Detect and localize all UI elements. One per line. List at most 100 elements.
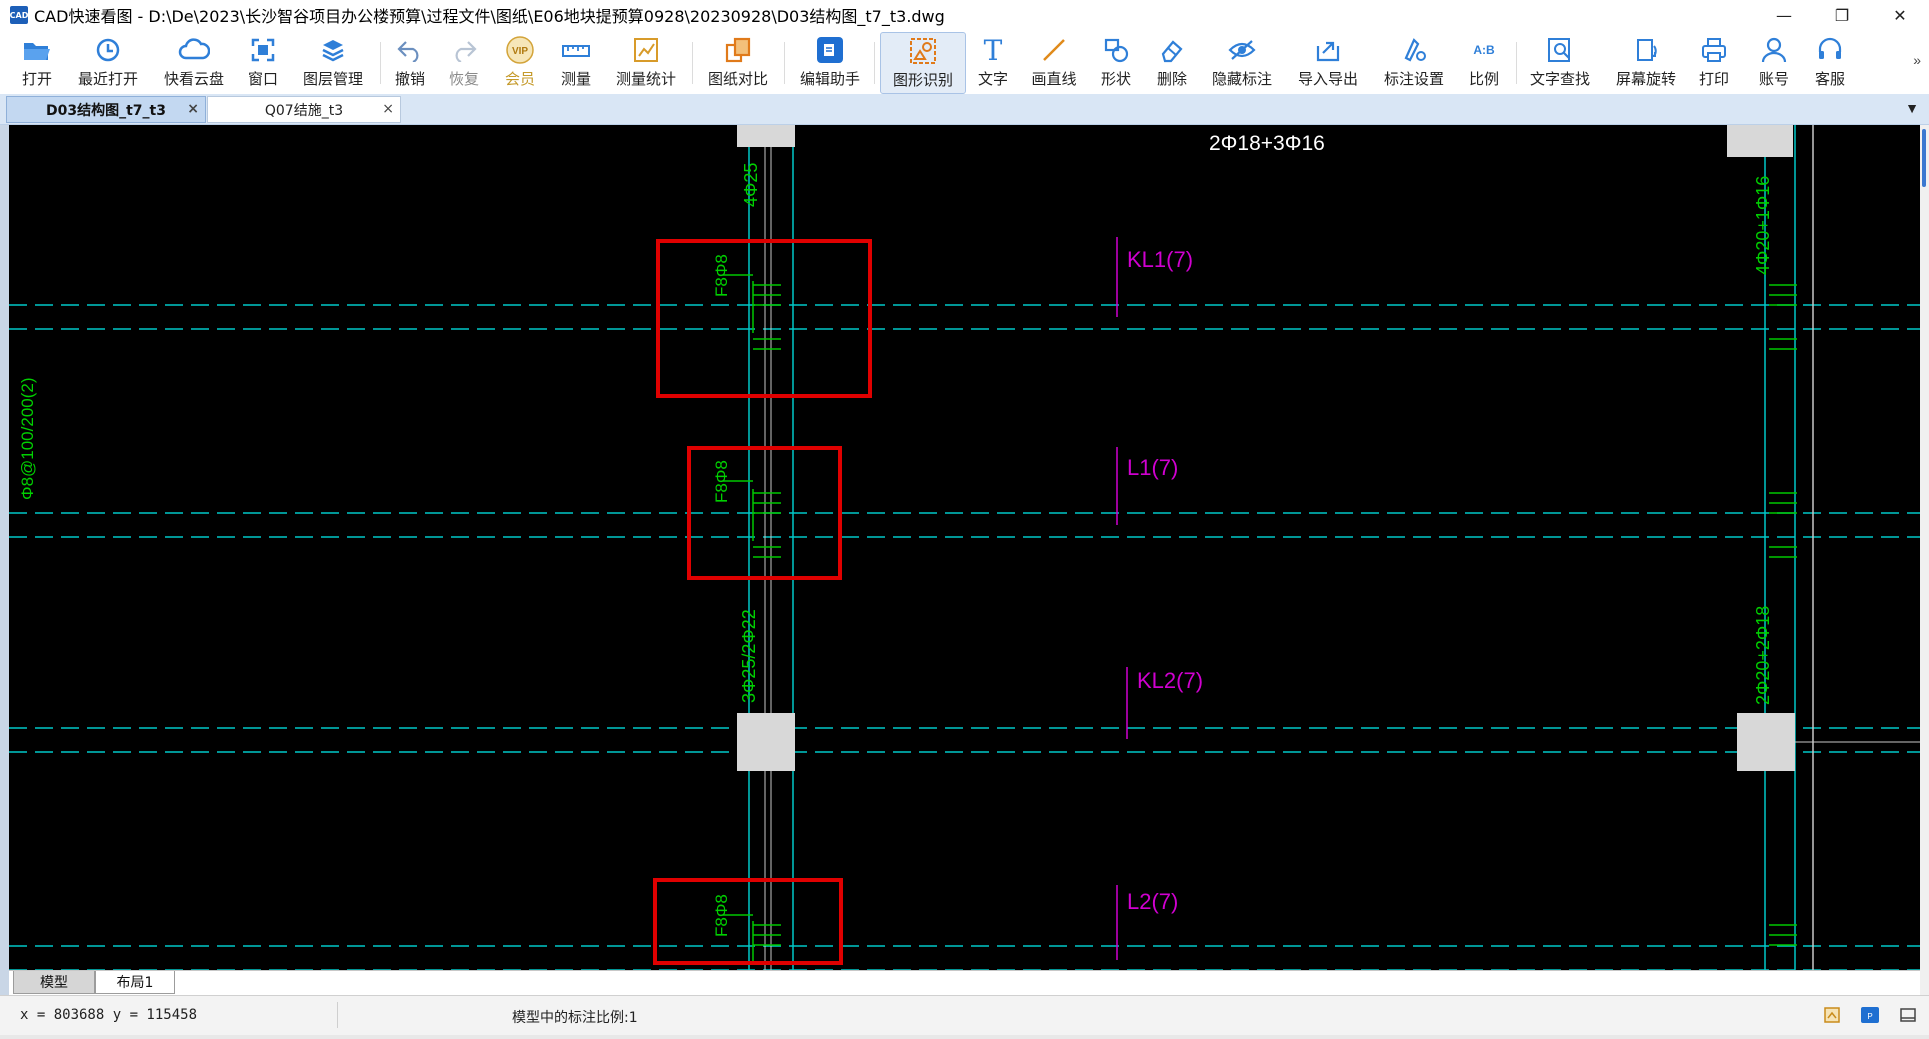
- toolbar-separator: [380, 42, 381, 84]
- beam-label-kl2: KL2(7): [1137, 668, 1203, 693]
- measure-stats-button[interactable]: 测量统计: [612, 32, 680, 92]
- text-search-button[interactable]: 文字查找: [1526, 32, 1594, 92]
- tab-list-dropdown-icon[interactable]: ▼: [1905, 100, 1919, 116]
- window-select-button[interactable]: 窗口: [246, 32, 280, 92]
- toolbar-separator: [1516, 42, 1517, 84]
- import-export-icon: [1312, 34, 1344, 66]
- open-button[interactable]: 打开: [14, 32, 60, 92]
- cloud-icon: [178, 34, 210, 66]
- text-tool-button[interactable]: T 文字: [977, 33, 1008, 89]
- delete-button[interactable]: 删除: [1154, 32, 1190, 92]
- window-layout-icon[interactable]: [1898, 1005, 1918, 1025]
- undo-button[interactable]: 撤销: [392, 32, 428, 92]
- scale-button[interactable]: A:B 比例: [1466, 32, 1502, 92]
- undo-icon: [394, 34, 426, 66]
- column-block: [737, 713, 795, 771]
- toolbar-separator: [874, 42, 875, 84]
- main-toolbar: 打开 最近打开 快看云盘 窗口 图层管理 撤销 恢复: [0, 30, 1929, 94]
- shapes-icon: [1100, 34, 1132, 66]
- account-button[interactable]: 账号: [1756, 32, 1792, 92]
- title-bar: CAD CAD快速看图 - D:\De\2023\长沙智谷项目办公楼预算\过程文…: [0, 0, 1929, 30]
- vip-icon: VIP: [504, 34, 536, 66]
- folder-open-icon: [21, 34, 53, 66]
- document-tab-bar: D03结构图_t7_t3 × Q07结施_t3 × ▼: [0, 94, 1929, 125]
- layers-icon: [317, 34, 349, 66]
- f8-rebar-label: F8Φ8: [712, 254, 731, 297]
- column-block: [737, 125, 795, 147]
- column-rebar-label: 3Φ25/2Φ22: [739, 609, 759, 703]
- highlight-boxes: [653, 239, 872, 965]
- annotation-settings-button[interactable]: 标注设置: [1380, 32, 1448, 92]
- vip-button[interactable]: VIP 会员: [500, 32, 540, 92]
- pd-mode-icon[interactable]: P: [1860, 1005, 1880, 1025]
- column-rebar-label: 4Φ25: [741, 163, 761, 207]
- tab-close-icon[interactable]: ×: [382, 101, 394, 117]
- text-icon: T: [983, 33, 1003, 67]
- close-window-button[interactable]: ✕: [1893, 5, 1907, 25]
- print-button[interactable]: 打印: [1696, 32, 1732, 92]
- edit-assistant-button[interactable]: 编辑助手: [796, 32, 864, 92]
- customer-service-button[interactable]: 客服: [1812, 32, 1848, 92]
- vertical-scrollbar[interactable]: [1920, 125, 1929, 995]
- tab-label: Q07结施_t3: [264, 102, 344, 119]
- beam-label-l1: L1(7): [1127, 455, 1178, 480]
- line-icon: [1038, 34, 1070, 66]
- tab-model[interactable]: 模型: [13, 971, 95, 994]
- toolbar-more-button[interactable]: »: [1913, 52, 1921, 68]
- measure-button[interactable]: 测量: [556, 32, 596, 92]
- beam-label-kl1: KL1(7): [1127, 247, 1193, 272]
- tab-q07-structure[interactable]: Q07结施_t3 ×: [207, 96, 401, 123]
- drawing-compare-button[interactable]: 图纸对比: [704, 32, 772, 92]
- highlight-box[interactable]: [687, 446, 842, 580]
- restore-button[interactable]: ❐: [1834, 5, 1850, 25]
- compare-icon: [722, 34, 754, 66]
- tab-d03-structure[interactable]: D03结构图_t7_t3 ×: [6, 96, 206, 123]
- redo-icon: [448, 34, 480, 66]
- annotation-scale-text: 模型中的标注比例:1: [512, 1010, 638, 1026]
- printer-icon: [1698, 34, 1730, 66]
- highlight-box[interactable]: [656, 239, 872, 398]
- scale-icon: A:B: [1473, 43, 1495, 57]
- cloud-drive-button[interactable]: 快看云盘: [160, 32, 228, 92]
- minimize-button[interactable]: —: [1776, 5, 1792, 25]
- draw-line-button[interactable]: 画直线: [1030, 32, 1078, 92]
- screen-rotate-button[interactable]: 屏幕旋转: [1612, 32, 1680, 92]
- drawing-canvas[interactable]: KL1(7) L1(7) KL2(7) L2(7) 2Φ18+3Φ16 4Φ25…: [9, 125, 1920, 970]
- beam-label-l2: L2(7): [1127, 889, 1178, 914]
- top-rebar-label: 2Φ18+3Φ16: [1209, 132, 1325, 155]
- redo-button[interactable]: 恢复: [446, 32, 482, 92]
- beam-label-leaders: [1116, 237, 1128, 960]
- status-bar: x = 803688 y = 115458 模型中的标注比例:1 P: [0, 995, 1929, 1036]
- layout-tab-bar: 模型 布局1: [9, 970, 1920, 996]
- window-select-icon: [247, 34, 279, 66]
- rebar-mark: [752, 921, 781, 961]
- app-logo-icon: CAD: [10, 6, 28, 24]
- highlight-box[interactable]: [653, 878, 843, 965]
- left-border: [0, 125, 9, 995]
- toolbar-separator: [784, 42, 785, 84]
- import-export-button[interactable]: 导入导出: [1294, 32, 1362, 92]
- column-block: [1737, 713, 1795, 771]
- column-rebar-label: 2Φ20+2Φ18: [1753, 606, 1773, 705]
- stirrup-label: Φ8@100/200(2): [18, 377, 37, 500]
- svg-text:VIP: VIP: [512, 46, 528, 57]
- user-icon: [1758, 34, 1790, 66]
- hide-annotations-button[interactable]: 隐藏标注: [1208, 32, 1276, 92]
- tab-close-icon[interactable]: ×: [187, 101, 199, 117]
- rebar-mark: [1769, 924, 1797, 946]
- ruler-icon: [560, 34, 592, 66]
- f8-rebar-label: F8Φ8: [712, 460, 731, 503]
- layer-toggle-icon[interactable]: [1822, 1005, 1842, 1025]
- shapes-button[interactable]: 形状: [1098, 32, 1134, 92]
- svg-text:P: P: [1867, 1012, 1872, 1021]
- measure-stats-icon: [630, 34, 662, 66]
- shape-recognition-button[interactable]: 图形识别: [880, 32, 966, 94]
- scrollbar-thumb[interactable]: [1922, 129, 1926, 187]
- beam-labels: KL1(7) L1(7) KL2(7) L2(7): [1127, 247, 1203, 914]
- recent-open-button[interactable]: 最近打开: [74, 32, 142, 92]
- f8-rebar-label: F8Φ8: [712, 894, 731, 937]
- layer-manager-button[interactable]: 图层管理: [300, 32, 366, 92]
- window-title: CAD快速看图 - D:\De\2023\长沙智谷项目办公楼预算\过程文件\图纸…: [34, 7, 945, 26]
- tab-layout1[interactable]: 布局1: [95, 971, 175, 994]
- rebar-labels: 2Φ18+3Φ16 4Φ25 4Φ20+1Φ16 Φ8@100/200(2) F…: [18, 132, 1773, 937]
